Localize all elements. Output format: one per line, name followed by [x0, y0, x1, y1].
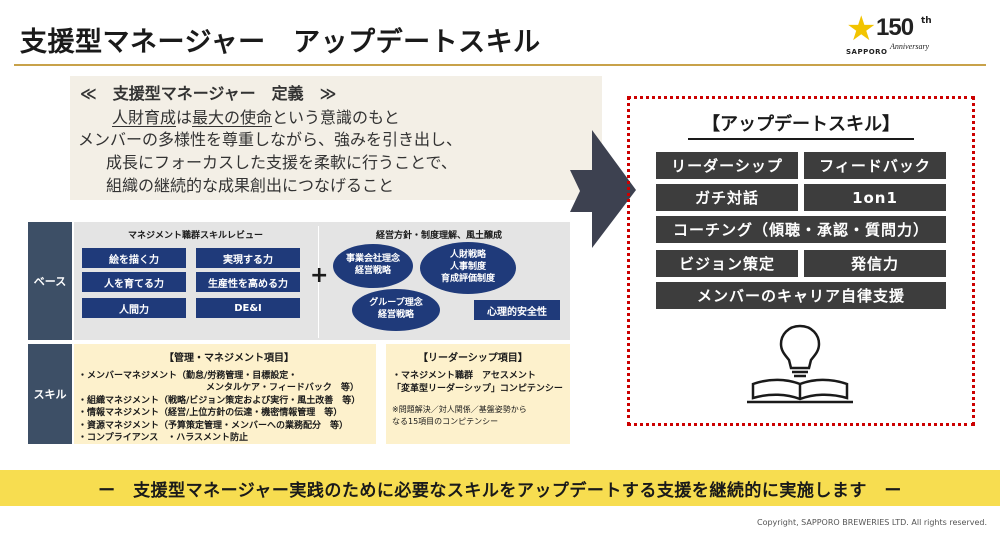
management-panel: [74, 344, 376, 444]
sapporo-150th-logo: ★ 150 th Anniversary SAPPORO: [846, 12, 956, 60]
skill-communication: 発信力: [804, 250, 946, 277]
management-line: ・コンプライアンス ・ハラスメント防止: [78, 433, 249, 443]
ellipse-group-philosophy: グループ理念 経営戦略: [352, 289, 440, 331]
definition-line-2: メンバーの多様性を尊重しながら、強みを引き出し、: [78, 130, 463, 149]
psychological-safety-box: 心理的安全性: [474, 300, 560, 320]
skill-feedback: フィードバック: [804, 152, 946, 179]
definition-heading: ≪ 支援型マネージャー 定義 ≫: [80, 84, 337, 103]
skill-career-support: メンバーのキャリア自律支援: [656, 282, 946, 309]
logo-suffix: th: [921, 16, 932, 26]
definition-underlined-a: 人財育成: [112, 108, 177, 127]
skill-leadership: リーダーシップ: [656, 152, 798, 179]
management-line: メンタルケア・フィードバック 等）: [206, 383, 359, 393]
review-item-humanity: 人間力: [82, 298, 186, 318]
review-item-develop: 人を育てる力: [82, 272, 186, 292]
right-arrow-icon: [570, 130, 636, 248]
ellipse-text: 人財戦略: [449, 250, 486, 261]
definition-line-4: 組織の継続的な成果創出につなげること: [106, 176, 395, 195]
leadership-heading: 【リーダーシップ項目】: [418, 353, 528, 364]
summary-banner: ー 支援型マネージャー実践のために必要なスキルをアップデートする支援を継続的に実…: [0, 470, 1000, 506]
star-icon: ★: [846, 9, 877, 49]
review-item-vision: 絵を描く力: [82, 248, 186, 268]
definition-line-1: 人財育成は最大の使命という意識のもと: [112, 104, 400, 128]
lightbulb-book-icon: [747, 324, 853, 404]
logo-anniversary: Anniversary: [890, 42, 930, 51]
ellipse-text: 育成評価制度: [440, 273, 495, 284]
copyright-text: Copyright, SAPPORO BREWERIES LTD. All ri…: [757, 518, 988, 527]
base-divider: [318, 226, 319, 338]
management-heading: 【管理・マネジメント項目】: [164, 353, 294, 364]
review-item-dei: DE&I: [196, 298, 300, 318]
policy-title: 経営方針・制度理解、風土醸成: [376, 231, 503, 241]
skill-gachi-dialogue: ガチ対話: [656, 184, 798, 211]
update-skills-title: 【アップデートスキル】: [702, 114, 900, 135]
review-item-execution: 実現する力: [196, 248, 300, 268]
review-item-productivity: 生産性を高める力: [196, 272, 300, 292]
ellipse-hr-strategy: 人財戦略 人事制度 育成評価制度: [420, 242, 516, 294]
leadership-line: 「変革型リーダーシップ」コンピテンシー: [392, 384, 563, 394]
leadership-note: なる15項目のコンピテンシー: [392, 417, 499, 426]
logo-number: 150: [876, 14, 914, 41]
definition-box: [70, 76, 602, 200]
definition-plain-b: という意識のもと: [272, 108, 400, 127]
logo-brand: SAPPORO: [846, 48, 888, 56]
ellipse-text: 事業会社理念: [345, 254, 400, 265]
skill-1on1: 1on1: [804, 184, 946, 211]
definition-plain-a: は: [176, 108, 193, 127]
skill-label: スキル: [28, 344, 72, 444]
ellipse-text: 経営戦略: [377, 310, 414, 320]
ellipse-corporate-philosophy: 事業会社理念 経営戦略: [333, 244, 413, 288]
skill-coaching: コーチング（傾聴・承認・質問力）: [656, 216, 946, 243]
management-line: ・情報マネジメント（経営/上位方針の伝達・機密情報管理 等）: [78, 408, 343, 418]
skill-vision: ビジョン策定: [656, 250, 798, 277]
review-title: マネジメント職群スキルレビュー: [128, 231, 264, 241]
leadership-line: ・マネジメント職群 アセスメント: [392, 371, 536, 381]
management-line: ・資源マネジメント（予算策定管理・メンバーへの業務配分 等）: [78, 421, 349, 431]
leadership-note: ※問題解決／対人関係／基盤姿勢から: [392, 405, 527, 414]
management-line: ・組織マネジメント（戦略/ビジョン策定および実行・風土改善 等）: [78, 396, 361, 406]
definition-underlined-b: 最大の使命: [192, 108, 273, 127]
title-rule: [14, 64, 986, 66]
ellipse-text: グループ理念: [369, 298, 423, 309]
page-title: 支援型マネージャー アップデートスキル: [20, 27, 541, 58]
management-line: ・メンバーマネジメント（勤怠/労務管理・目標設定・: [78, 371, 298, 381]
update-skills-frame: [627, 96, 975, 426]
plus-icon: +: [310, 263, 329, 288]
base-label: ベース: [28, 222, 72, 340]
ellipse-text: 経営戦略: [354, 266, 391, 276]
definition-line-3: 成長にフォーカスした支援を柔軟に行うことで、: [106, 153, 457, 172]
ellipse-text: 人事制度: [449, 262, 486, 273]
update-skills-title-underline: [688, 138, 914, 140]
leadership-panel: [386, 344, 570, 444]
